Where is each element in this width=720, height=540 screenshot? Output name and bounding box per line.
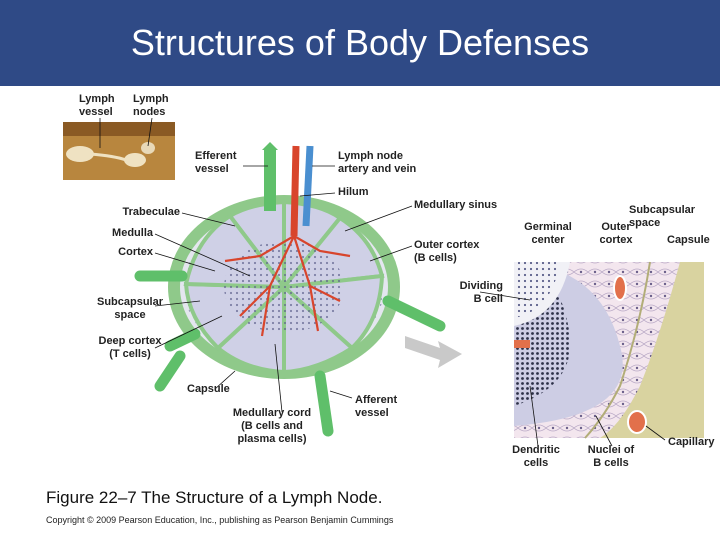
label-lymph-nodes: Lymph nodes (133, 93, 169, 118)
label-dendritic-cells: Dendritic cells (512, 444, 560, 469)
slide-title: Structures of Body Defenses (130, 22, 590, 63)
label-outer-cortex-right: Outer cortex (599, 221, 633, 246)
label-nuclei-of-b-cells: Nuclei of B cells (587, 444, 635, 469)
label-capsule-left: Capsule (187, 383, 230, 395)
label-germinal-center: Germinal center (524, 221, 572, 246)
inset-photo (63, 122, 175, 180)
label-deep-cortex: Deep cortex (T cells) (98, 335, 162, 360)
leader-lines (99, 117, 666, 447)
zoom-panel (514, 261, 704, 439)
label-afferent-vessel: Afferent vessel (355, 394, 398, 419)
zoom-arrow (405, 336, 462, 368)
label-dividing-b-cell: Dividing B cell (459, 280, 503, 305)
label-subcapsular-space-left: Subcapsular space (96, 296, 164, 321)
label-capsule-right: Capsule (667, 234, 710, 246)
figure-caption: Figure 22–7 The Structure of a Lymph Nod… (46, 488, 383, 507)
lymph-node-body (168, 142, 400, 379)
copyright-notice: Copyright © 2009 Pearson Education, Inc.… (46, 515, 394, 525)
label-trabeculae: Trabeculae (122, 206, 180, 218)
label-efferent-vessel: Efferent vessel (195, 150, 237, 175)
label-subcapsular-space-right: Subcapsular space (629, 204, 696, 229)
label-lymph-node-artery-vein: Lymph node artery and vein (338, 150, 417, 175)
label-lymph-vessel: Lymph vessel (79, 93, 115, 118)
label-cortex: Cortex (118, 246, 153, 258)
label-medullary-cord: Medullary cord (B cells and plasma cells… (232, 407, 312, 445)
lymph-node-figure: Lymph vessel Lymph nodes Efferent vessel… (0, 86, 720, 486)
label-hilum: Hilum (338, 186, 369, 198)
label-outer-cortex-b-cells: Outer cortex (B cells) (414, 239, 480, 264)
label-capillary: Capillary (668, 436, 715, 448)
label-medulla: Medulla (112, 227, 153, 239)
title-bar: Structures of Body Defenses (0, 0, 720, 86)
label-medullary-sinus: Medullary sinus (414, 199, 498, 211)
lymph-node-diagram (63, 117, 704, 447)
afferent-vessels (134, 270, 446, 437)
